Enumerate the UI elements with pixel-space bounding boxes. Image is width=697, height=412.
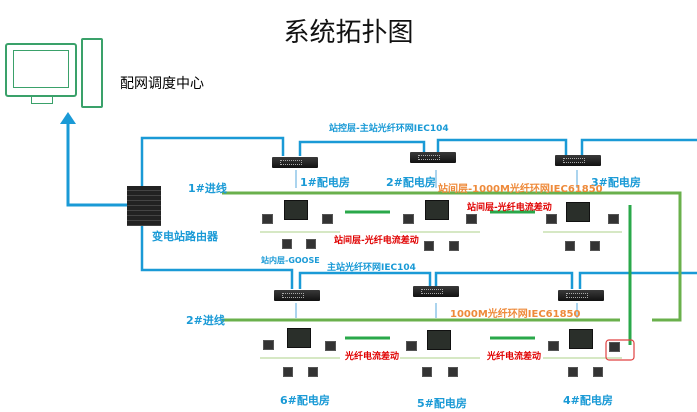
meter-icon [546,214,557,224]
incoming-1-label: 1#进线 [188,182,227,195]
room-2-label: 2#配电房 [386,176,436,189]
ring-1000m-label: 1000M光纤环网IEC61850 [450,309,581,320]
router-icon [127,186,161,226]
bay-ring-label: 站间层-1000M光纤环网IEC61850 [438,184,603,195]
meter-icon [565,241,575,251]
switch-icon [272,157,318,168]
meter-icon [422,367,432,377]
switch-icon [555,155,601,166]
protection-device-icon [287,328,311,348]
room-4-label: 4#配电房 [563,394,613,407]
control-center-label: 配网调度中心 [120,76,204,92]
room-5-label: 5#配电房 [417,397,467,410]
meter-icon [263,340,274,350]
uplink-line [66,122,128,207]
room-1-label: 1#配电房 [300,176,350,189]
meter-icon [449,241,459,251]
computer-icon [5,38,105,110]
control-ring-line [140,136,285,187]
meter-icon [448,367,458,377]
protection-device-icon [569,329,593,349]
main-ring-label: 主站光纤环网IEC104 [327,263,416,273]
meter-icon [590,241,600,251]
meter-icon [466,214,477,224]
meter-icon [325,341,336,351]
switch-icon [274,290,320,301]
page-title: 系统拓扑图 [283,18,414,48]
diff-label: 站间层-光纤电流差动 [334,236,419,246]
diff-label: 光纤电流差动 [487,352,542,362]
main-ring-line [140,226,294,289]
station-control-label: 站控层-主站光纤环网IEC104 [329,124,449,134]
meter-icon [282,239,292,249]
diff-label: 站间层-光纤电流差动 [467,203,552,213]
protection-device-icon [425,200,449,220]
incoming-2-label: 2#进线 [186,314,225,327]
meter-icon [548,341,559,351]
room-6-label: 6#配电房 [280,394,330,407]
router-label: 变电站路由器 [152,230,218,243]
meter-icon [403,214,414,224]
meter-icon [308,367,318,377]
protection-device-icon [566,202,590,222]
room-3-label: 3#配电房 [591,176,641,189]
diff-label: 光纤电流差动 [345,352,400,362]
bay-ring-line [222,191,682,322]
meter-icon [322,214,333,224]
switch-icon [410,152,456,163]
meter-icon [262,214,273,224]
switch-icon [413,286,459,297]
protection-device-icon [284,200,308,220]
meter-icon [608,214,619,224]
switch-icon [558,290,604,301]
meter-icon [406,341,417,351]
uplink-arrow-icon [60,112,76,124]
meter-icon [593,367,603,377]
goose-label: 站内层-GOOSE [261,256,320,265]
meter-icon [283,367,293,377]
meter-icon [424,241,434,251]
meter-icon [568,367,578,377]
protection-device-icon [427,330,451,350]
meter-icon [306,239,316,249]
meter-icon [609,342,620,352]
